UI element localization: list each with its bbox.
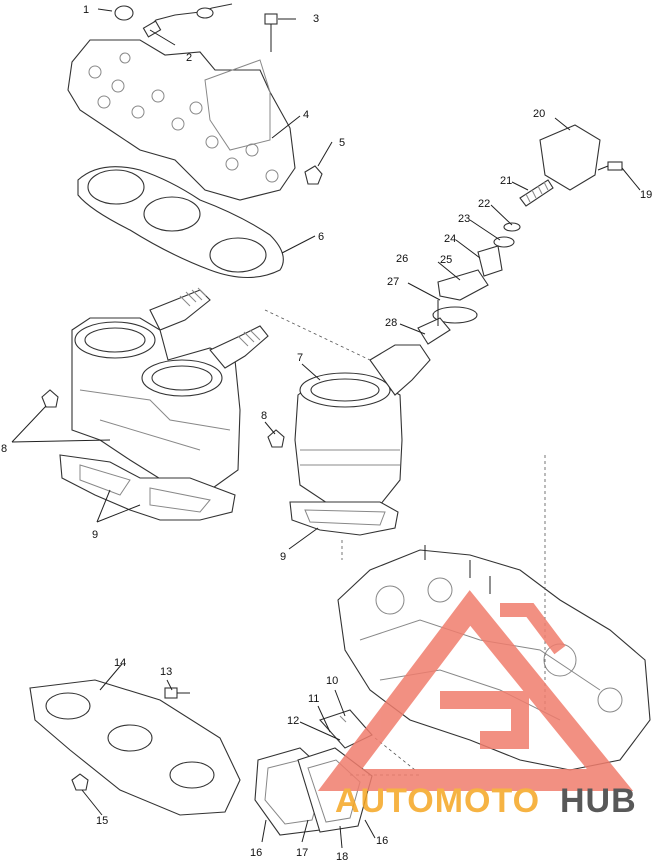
cylinder-head xyxy=(67,39,296,201)
guide-lines xyxy=(264,309,546,776)
callout-20: 20 xyxy=(533,108,545,120)
callout-9-left: 9 xyxy=(92,529,98,541)
callout-18: 18 xyxy=(336,851,348,862)
callout-7: 7 xyxy=(297,352,303,364)
callout-15: 15 xyxy=(96,815,108,827)
head-gasket xyxy=(77,166,284,278)
watermark-text-secondary: HUB xyxy=(560,782,637,820)
nut-8-left xyxy=(41,389,59,408)
callout-26: 26 xyxy=(396,253,408,265)
callout-4: 4 xyxy=(303,109,309,121)
callout-27: 27 xyxy=(387,276,399,288)
callout-28: 28 xyxy=(385,317,397,329)
callout-11: 11 xyxy=(308,693,319,705)
nut-part xyxy=(304,165,323,185)
leader-lines xyxy=(11,8,641,849)
sensor-part xyxy=(142,3,233,38)
callout-24: 24 xyxy=(444,233,456,245)
callout-23: 23 xyxy=(458,213,470,225)
callout-10: 10 xyxy=(326,675,338,687)
callout-22: 22 xyxy=(478,198,490,210)
base-gasket-left xyxy=(59,454,236,521)
callout-13: 13 xyxy=(160,666,172,678)
logo-triangle-mark xyxy=(317,590,634,791)
callout-16-right: 16 xyxy=(376,835,388,847)
exhaust-valve-assembly xyxy=(417,124,623,345)
callout-25: 25 xyxy=(440,254,452,266)
base-gasket-right xyxy=(289,501,399,536)
callout-19: 19 xyxy=(640,189,652,201)
watermark-logo: AUTOMOTO HUB xyxy=(317,590,637,820)
callout-17: 17 xyxy=(296,847,308,859)
callout-16-left: 16 xyxy=(250,847,262,859)
nut-15 xyxy=(71,773,89,791)
callout-12: 12 xyxy=(287,715,299,727)
callout-5: 5 xyxy=(339,137,345,149)
callout-labels: 1 2 3 4 5 6 7 8 8 9 9 10 11 12 13 14 15 … xyxy=(1,4,652,862)
cap-part xyxy=(114,5,134,21)
nut-8-right xyxy=(267,429,285,448)
screw-13 xyxy=(164,687,190,699)
callout-2: 2 xyxy=(186,52,192,64)
callout-6: 6 xyxy=(318,231,324,243)
callout-8-right: 8 xyxy=(261,410,267,422)
callout-14: 14 xyxy=(114,657,126,669)
watermark-text-primary: AUTOMOTO xyxy=(335,782,540,820)
callout-1: 1 xyxy=(83,4,89,16)
cylinder-single xyxy=(294,344,431,506)
head-bolt xyxy=(264,13,278,52)
callout-8-left: 8 xyxy=(1,443,7,455)
intake-gasket xyxy=(29,679,241,816)
cylinder-block-twin xyxy=(71,287,269,491)
callout-3: 3 xyxy=(313,13,319,25)
callout-21: 21 xyxy=(500,175,512,187)
callout-9-right: 9 xyxy=(280,551,286,563)
